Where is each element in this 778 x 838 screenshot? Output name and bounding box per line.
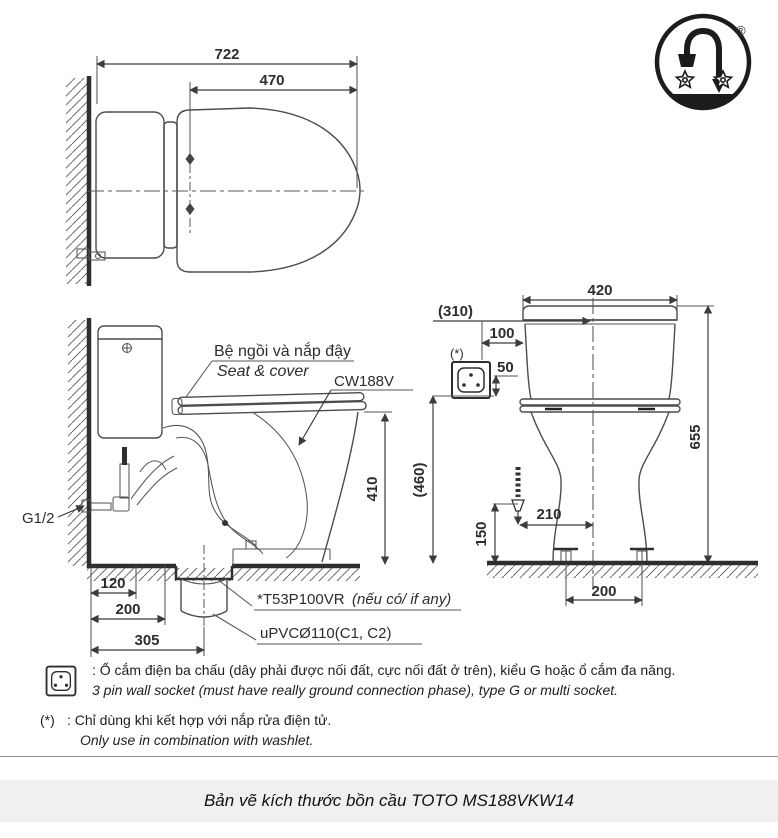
- note2-marker: (*): [40, 712, 55, 728]
- note2-vietnamese: : Chỉ dùng khi kết hợp với nắp rửa điện …: [67, 712, 332, 728]
- note1-vietnamese: : Ổ cắm điện ba chấu (dây phải được nối …: [92, 662, 676, 678]
- top-view-drawing: 722 470: [66, 46, 368, 286]
- flange-code-label: *T53P100VR: [257, 591, 345, 608]
- dim-310-label: (310): [438, 303, 473, 320]
- bowl-front-outline: [321, 411, 359, 563]
- technical-drawing: ® 722 470: [22, 13, 758, 657]
- flange-note-label: (nếu có/ if any): [352, 591, 451, 608]
- registered-trademark: ®: [736, 23, 746, 38]
- wall-socket-icon: [451, 361, 491, 399]
- dim-50-label: 50: [497, 359, 514, 376]
- front-view-drawing: 420 (310) 100 (*): [411, 282, 758, 606]
- supply-valve-symbol: [511, 467, 525, 525]
- note1-english: 3 pin wall socket (must have really grou…: [92, 682, 619, 698]
- wall-socket-icon: [44, 664, 78, 703]
- caption-band: Bản vẽ kích thước bồn cầu TOTO MS188VKW1…: [0, 780, 778, 822]
- image-caption: Bản vẽ kích thước bồn cầu TOTO MS188VKW1…: [203, 791, 575, 810]
- dim-420-label: 420: [587, 282, 612, 299]
- note2-english: Only use in combination with washlet.: [80, 732, 314, 748]
- water-saving-logo-icon: ®: [654, 13, 752, 111]
- drain-pipe-label: uPVCØ110(C1, C2): [260, 625, 391, 642]
- model-code-label: CW188V: [334, 373, 394, 390]
- dim-150-label: 150: [473, 521, 490, 546]
- side-view-drawing: G1/2 410 120 200 305 *T53P100VR (nếu có/…: [22, 318, 461, 657]
- dim-460-label: (460): [411, 462, 428, 497]
- lid-outline: [176, 107, 361, 273]
- socket-asterisk-mark: (*): [450, 346, 464, 361]
- dim-470-label: 470: [259, 72, 284, 89]
- floor-hatch: [487, 565, 758, 578]
- bowl-right-outline: [638, 411, 670, 564]
- water-inlet-valve: [81, 447, 130, 513]
- wall-hatch: [66, 78, 88, 284]
- bowl-left-outline: [530, 411, 562, 564]
- dim-200-label: 200: [115, 601, 140, 618]
- dim-100-label: 100: [489, 325, 514, 342]
- tank-outline: [97, 325, 163, 439]
- seat-label-vi: Bệ ngồi và nắp đậy: [214, 341, 351, 360]
- dim-120-label: 120: [100, 575, 125, 592]
- dim-655-label: 655: [687, 424, 704, 449]
- flower-icon: [674, 69, 696, 89]
- tank-lid-outline: [522, 305, 678, 321]
- dim-210-label: 210: [536, 506, 561, 523]
- inlet-g12-label: G1/2: [22, 510, 55, 527]
- tank-outline: [95, 111, 165, 259]
- dim-410-label: 410: [364, 476, 381, 501]
- dim-305-label: 305: [134, 632, 159, 649]
- wall-hatch: [68, 320, 89, 566]
- floor-hatch: [87, 568, 360, 581]
- dim-200-bolt-label: 200: [591, 583, 616, 600]
- seat-label-en: Seat & cover: [217, 363, 309, 380]
- divider-line: [0, 756, 778, 757]
- dim-722-label: 722: [214, 46, 239, 63]
- seat-cover-outline: [171, 391, 367, 416]
- flower-icon: [712, 69, 734, 89]
